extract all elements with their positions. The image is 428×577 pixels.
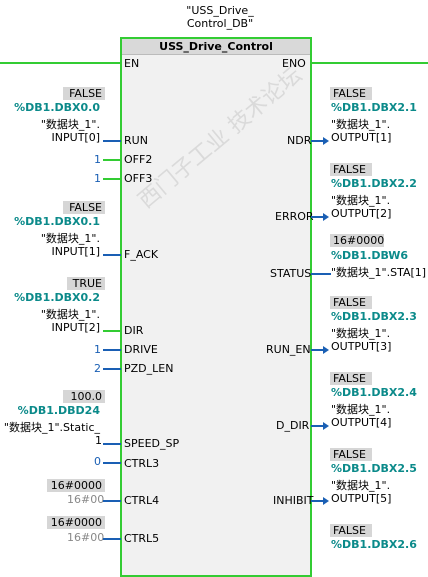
pin-error: ERROR bbox=[275, 210, 314, 223]
run-en-live-value: FALSE bbox=[330, 296, 372, 309]
d-dir-arrow-icon bbox=[323, 422, 329, 430]
run-en-member[interactable]: OUTPUT[3] bbox=[331, 340, 392, 353]
status-wire bbox=[311, 273, 331, 275]
error-tag[interactable]: "数据块_1". bbox=[331, 194, 391, 207]
run-wire bbox=[103, 140, 121, 142]
eno-wire bbox=[311, 62, 428, 64]
run-address[interactable]: %DB1.DBX0.0 bbox=[14, 101, 100, 114]
run-live-value: FALSE bbox=[63, 87, 105, 100]
inhibit-live-value: FALSE bbox=[330, 448, 372, 461]
f-ack-wire bbox=[103, 254, 121, 256]
drive-wire bbox=[103, 349, 121, 351]
pin-status: STATUS bbox=[270, 267, 312, 280]
speed-sp-tag[interactable]: "数据块_1".Static_ bbox=[3, 421, 100, 434]
d-dir-wire bbox=[311, 425, 323, 427]
d-dir-live-value: FALSE bbox=[330, 372, 372, 385]
ndr-address[interactable]: %DB1.DBX2.1 bbox=[331, 101, 417, 114]
dir-member[interactable]: INPUT[2] bbox=[51, 321, 100, 334]
inhibit-wire bbox=[311, 500, 323, 502]
run-en-address[interactable]: %DB1.DBX2.3 bbox=[331, 310, 417, 323]
pin-ctrl4: CTRL4 bbox=[124, 494, 160, 507]
ndr-arrow-icon bbox=[323, 137, 329, 145]
speed-sp-address[interactable]: %DB1.DBD24 bbox=[17, 404, 100, 417]
ndr-live-value: FALSE bbox=[330, 87, 372, 100]
inhibit-member[interactable]: OUTPUT[5] bbox=[331, 492, 392, 505]
block-title: USS_Drive_Control bbox=[122, 39, 310, 55]
next-address[interactable]: %DB1.DBX2.6 bbox=[331, 538, 417, 551]
next-live-value: FALSE bbox=[330, 524, 372, 537]
inhibit-tag[interactable]: "数据块_1". bbox=[331, 479, 391, 492]
ndr-tag[interactable]: "数据块_1". bbox=[331, 118, 391, 131]
f-ack-member[interactable]: INPUT[1] bbox=[51, 245, 100, 258]
pin-d-dir: D_DIR bbox=[276, 419, 310, 432]
off2-wire bbox=[103, 159, 121, 161]
inhibit-address[interactable]: %DB1.DBX2.5 bbox=[331, 462, 417, 475]
ndr-wire bbox=[311, 140, 323, 142]
ctrl3-const[interactable]: 0 bbox=[94, 455, 101, 468]
pin-en: EN bbox=[124, 57, 140, 70]
d-dir-member[interactable]: OUTPUT[4] bbox=[331, 416, 392, 429]
pin-eno: ENO bbox=[282, 57, 306, 70]
f-ack-address[interactable]: %DB1.DBX0.1 bbox=[14, 215, 100, 228]
status-live-value: 16#0000 bbox=[330, 234, 384, 247]
pzd-len-wire bbox=[103, 368, 121, 370]
status-tag[interactable]: "数据块_1".STA[1] bbox=[331, 266, 427, 279]
instance-db-name[interactable]: "USS_Drive_ Control_DB" bbox=[186, 4, 254, 30]
pin-run: RUN bbox=[124, 134, 148, 147]
ctrl5-const[interactable]: 16#00 bbox=[67, 531, 105, 544]
run-en-wire bbox=[311, 349, 323, 351]
status-address[interactable]: %DB1.DBW6 bbox=[331, 249, 409, 262]
ctrl5-live-value: 16#0000 bbox=[47, 516, 105, 529]
error-member[interactable]: OUTPUT[2] bbox=[331, 207, 392, 220]
error-live-value: FALSE bbox=[330, 163, 372, 176]
dir-live-value: TRUE bbox=[67, 277, 105, 290]
dir-wire bbox=[103, 330, 121, 332]
ctrl4-live-value: 16#0000 bbox=[47, 479, 105, 492]
pin-dir: DIR bbox=[124, 324, 144, 337]
pin-pzd-len: PZD_LEN bbox=[124, 362, 174, 375]
off3-const[interactable]: 1 bbox=[94, 172, 101, 185]
pin-run-en: RUN_EN bbox=[266, 343, 311, 356]
pin-ctrl5: CTRL5 bbox=[124, 532, 160, 545]
pin-off3: OFF3 bbox=[124, 172, 153, 185]
error-wire bbox=[311, 216, 323, 218]
dir-tag[interactable]: "数据块_1". bbox=[40, 308, 100, 321]
drive-const[interactable]: 1 bbox=[94, 343, 101, 356]
f-ack-live-value: FALSE bbox=[63, 201, 105, 214]
speed-sp-const[interactable]: 1 bbox=[95, 434, 102, 447]
pin-inhibit: INHIBIT bbox=[273, 494, 314, 507]
speed-sp-wire bbox=[103, 443, 121, 445]
ctrl5-wire bbox=[103, 538, 121, 540]
run-en-tag[interactable]: "数据块_1". bbox=[331, 327, 391, 340]
pin-drive: DRIVE bbox=[124, 343, 158, 356]
pin-ndr: NDR bbox=[287, 134, 312, 147]
f-ack-tag[interactable]: "数据块_1". bbox=[40, 232, 100, 245]
pin-ctrl3: CTRL3 bbox=[124, 457, 160, 470]
pin-speed-sp: SPEED_SP bbox=[124, 437, 180, 450]
pin-f-ack: F_ACK bbox=[124, 248, 159, 261]
run-en-arrow-icon bbox=[323, 346, 329, 354]
off2-const[interactable]: 1 bbox=[94, 153, 101, 166]
ctrl4-wire bbox=[103, 500, 121, 502]
off3-wire bbox=[103, 178, 121, 180]
d-dir-tag[interactable]: "数据块_1". bbox=[331, 403, 391, 416]
ctrl3-wire bbox=[103, 462, 121, 464]
error-address[interactable]: %DB1.DBX2.2 bbox=[331, 177, 417, 190]
uss-drive-control-block[interactable]: USS_Drive_Control bbox=[120, 37, 312, 577]
dir-address[interactable]: %DB1.DBX0.2 bbox=[14, 291, 100, 304]
pin-off2: OFF2 bbox=[124, 153, 153, 166]
speed-sp-live-value: 100.0 bbox=[63, 390, 105, 403]
inhibit-arrow-icon bbox=[323, 497, 329, 505]
d-dir-address[interactable]: %DB1.DBX2.4 bbox=[331, 386, 417, 399]
pzd-len-const[interactable]: 2 bbox=[94, 362, 101, 375]
ndr-member[interactable]: OUTPUT[1] bbox=[331, 131, 392, 144]
run-tag[interactable]: "数据块_1". bbox=[40, 118, 100, 131]
error-arrow-icon bbox=[323, 213, 329, 221]
en-wire bbox=[0, 62, 121, 64]
run-member[interactable]: INPUT[0] bbox=[51, 131, 100, 144]
ctrl4-const[interactable]: 16#00 bbox=[67, 493, 105, 506]
